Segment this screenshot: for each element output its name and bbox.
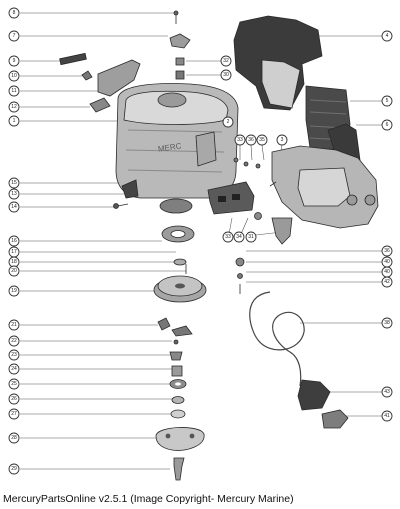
callout-number: 15 bbox=[11, 180, 17, 186]
callout-number: 7 bbox=[13, 33, 16, 39]
callout-number: 24 bbox=[11, 366, 17, 372]
callout-number: 27 bbox=[11, 411, 17, 417]
callout-l22: 27 bbox=[8, 408, 20, 420]
callout-number: 6 bbox=[386, 122, 389, 128]
callout-l21: 26 bbox=[8, 393, 20, 405]
callout-l18: 23 bbox=[8, 349, 20, 361]
callout-number: 29 bbox=[11, 466, 17, 472]
callout-r2: 32 bbox=[220, 55, 232, 67]
callout-l9: 13 bbox=[8, 188, 20, 200]
callout-r19: 43 bbox=[381, 386, 393, 398]
callout-number: 23 bbox=[11, 352, 17, 358]
callout-r5: 6 bbox=[381, 119, 393, 131]
callout-l20: 25 bbox=[8, 378, 20, 390]
callout-number: 17 bbox=[11, 249, 17, 255]
callout-number: 8 bbox=[13, 10, 16, 16]
callout-r6: 2 bbox=[222, 116, 234, 128]
top-cowl: MERC bbox=[115, 83, 239, 199]
callout-r10: 3 bbox=[276, 134, 288, 146]
callout-r15: 40 bbox=[381, 256, 393, 268]
callout-number: 5 bbox=[386, 98, 389, 104]
callout-number: 40 bbox=[384, 259, 390, 265]
callout-number: 38 bbox=[384, 320, 390, 326]
callout-number: 33 bbox=[225, 234, 231, 240]
upper-small-parts bbox=[59, 10, 191, 113]
remote-cable-assembly bbox=[235, 257, 349, 429]
callout-l15: 19 bbox=[8, 285, 20, 297]
callout-number: 21 bbox=[11, 322, 17, 328]
callout-l10: 14 bbox=[8, 201, 20, 213]
callout-r9: 35 bbox=[256, 134, 268, 146]
callout-l11: 16 bbox=[8, 235, 20, 247]
callout-r8: 36 bbox=[245, 134, 257, 146]
callout-number: 10 bbox=[11, 73, 17, 79]
callout-l8: 15 bbox=[8, 177, 20, 189]
callout-l23: 28 bbox=[8, 432, 20, 444]
callout-number: 11 bbox=[11, 88, 16, 94]
callout-l12: 17 bbox=[8, 246, 20, 258]
callout-number: 41 bbox=[384, 413, 390, 419]
callout-number: 20 bbox=[11, 268, 17, 274]
callout-r13: 31 bbox=[245, 231, 257, 243]
callout-r17: 42 bbox=[381, 276, 393, 288]
callout-l19: 24 bbox=[8, 363, 20, 375]
callout-number: 25 bbox=[11, 381, 17, 387]
callout-r12: 34 bbox=[233, 231, 245, 243]
callout-l5: 11 bbox=[8, 85, 20, 97]
callout-number: 9 bbox=[13, 58, 16, 64]
center-small-parts bbox=[207, 157, 293, 245]
callout-l3: 9 bbox=[8, 55, 20, 67]
callout-r20: 41 bbox=[381, 410, 393, 422]
callout-number: 33 bbox=[237, 137, 243, 143]
callout-r1: 4 bbox=[381, 30, 393, 42]
callout-l1: 8 bbox=[8, 7, 20, 19]
callout-number: 1 bbox=[13, 118, 16, 124]
callout-number: 4 bbox=[386, 33, 389, 39]
cowl-lettering: MERC bbox=[157, 141, 182, 153]
callout-number: 13 bbox=[11, 191, 17, 197]
callout-number: 19 bbox=[11, 288, 17, 294]
callout-number: 26 bbox=[11, 396, 17, 402]
callout-r14: 36 bbox=[381, 245, 393, 257]
callout-r18: 38 bbox=[381, 317, 393, 329]
callout-number: 31 bbox=[248, 234, 254, 240]
callout-l16: 21 bbox=[8, 319, 20, 331]
callout-l14: 20 bbox=[8, 265, 20, 277]
callout-number: 14 bbox=[11, 204, 17, 210]
callout-number: 18 bbox=[11, 259, 17, 265]
latch-parts bbox=[113, 179, 139, 209]
callout-r7: 33 bbox=[234, 134, 246, 146]
callout-number: 34 bbox=[236, 234, 242, 240]
callout-number: 32 bbox=[223, 58, 229, 64]
callout-l7: 1 bbox=[8, 115, 20, 127]
callout-number: 42 bbox=[384, 279, 390, 285]
callout-l2: 7 bbox=[8, 30, 20, 42]
callout-r16: 40 bbox=[381, 266, 393, 278]
callout-l6: 12 bbox=[8, 101, 20, 113]
callout-number: 43 bbox=[384, 389, 390, 395]
flywheel-stack bbox=[153, 198, 207, 481]
callout-r11: 33 bbox=[222, 231, 234, 243]
callout-number: 2 bbox=[227, 119, 230, 125]
copyright-caption: MercuryPartsOnline v2.5.1 (Image Copyrig… bbox=[3, 493, 294, 505]
callout-number: 16 bbox=[11, 238, 17, 244]
callout-l13: 18 bbox=[8, 256, 20, 268]
callout-number: 40 bbox=[384, 269, 390, 275]
callout-number: 12 bbox=[11, 104, 17, 110]
callout-l24: 29 bbox=[8, 463, 20, 475]
callout-number: 22 bbox=[11, 338, 17, 344]
callout-r3: 30 bbox=[220, 69, 232, 81]
callout-r4: 5 bbox=[381, 95, 393, 107]
side-panels bbox=[233, 15, 379, 229]
leader-lines bbox=[20, 12, 382, 470]
callout-l17: 22 bbox=[8, 335, 20, 347]
callout-l4: 10 bbox=[8, 70, 20, 82]
callout-number: 28 bbox=[11, 435, 17, 441]
callout-number: 36 bbox=[248, 137, 254, 143]
callout-number: 3 bbox=[281, 137, 284, 143]
callout-number: 30 bbox=[223, 72, 229, 78]
callout-number: 35 bbox=[259, 137, 265, 143]
callout-number: 36 bbox=[384, 248, 390, 254]
